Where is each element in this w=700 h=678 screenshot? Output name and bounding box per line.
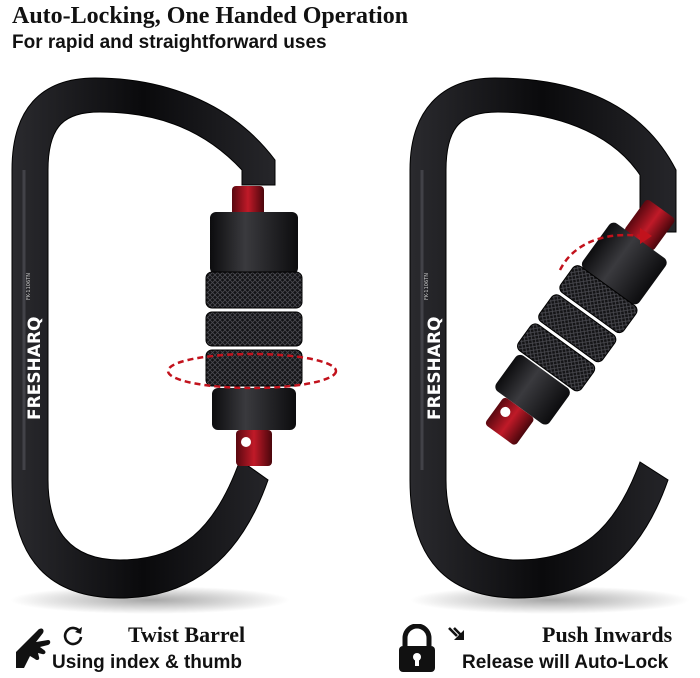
hand-point-icon [16, 628, 51, 668]
padlock-icon [399, 624, 435, 672]
right-carabiner-frame [409, 77, 677, 599]
left-carabiner: FRESHARQ FK-1106TN [10, 77, 338, 614]
left-caption-subtitle: Using index & thumb [52, 652, 242, 673]
rotate-icon [63, 626, 83, 646]
right-push-arrow [558, 233, 641, 271]
right-brand-logo: FRESHARQ [425, 317, 445, 421]
right-model-label: FK-1106TN [424, 273, 430, 300]
header-subtitle: For rapid and straightforward uses [12, 32, 327, 53]
header: Auto-Locking, One Handed Operation For r… [12, 2, 408, 54]
left-caption-title: Twist Barrel [128, 622, 246, 647]
left-carabiner-frame [11, 77, 276, 599]
right-caption-title: Push Inwards [542, 622, 673, 647]
left-rotation-ring [166, 352, 338, 390]
right-carabiner: FRESHARQ FK-1106TN [409, 77, 690, 614]
header-title: Auto-Locking, One Handed Operation [12, 3, 409, 29]
left-model-label: FK-1106TN [26, 273, 32, 300]
right-caption-subtitle: Release will Auto-Lock [462, 652, 669, 673]
carabiner-illustration: FRESHARQ FK-1106TN FRESHARQ FK-1106TN [10, 77, 690, 614]
left-brand-logo: FRESHARQ [25, 317, 45, 421]
push-arrow-icon [448, 627, 464, 640]
